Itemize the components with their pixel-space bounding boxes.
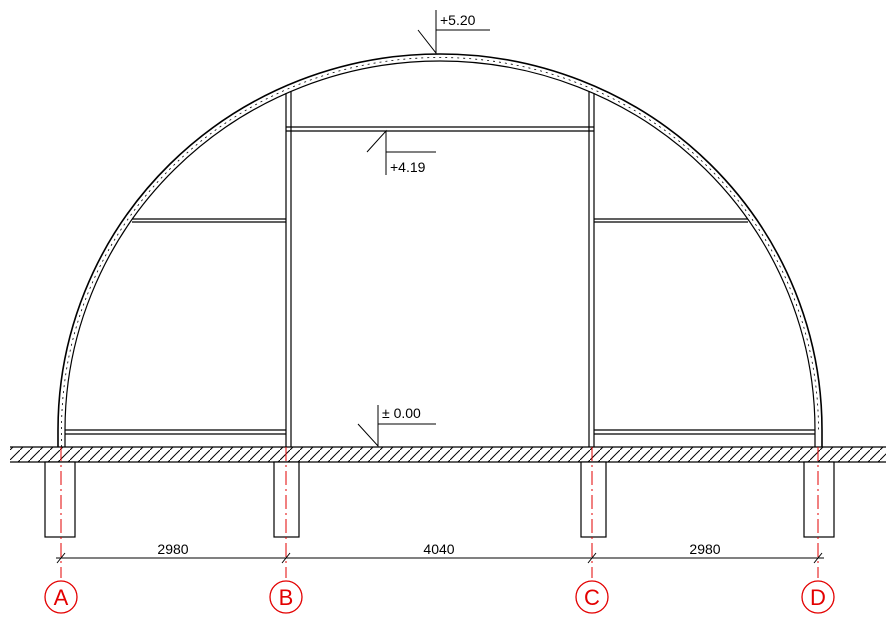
elevation-label-beam: +4.19 xyxy=(390,159,426,175)
axis-label-c: C xyxy=(584,585,600,610)
axis-bubble-c: C xyxy=(575,580,609,614)
elevation-label-ground: ± 0.00 xyxy=(382,405,421,421)
arch-shell xyxy=(57,53,823,447)
elevation-marker-ground xyxy=(357,405,436,448)
axis-bubble-a: A xyxy=(44,580,78,614)
pier-a xyxy=(44,461,76,538)
dimension-bc-label: 4040 xyxy=(423,541,454,557)
axis-bubble-d: D xyxy=(801,580,835,614)
elevation-marker-ridge xyxy=(417,10,490,55)
dimension-line xyxy=(56,552,824,564)
ground-slab xyxy=(10,446,886,463)
elevation-label-ridge: +5.20 xyxy=(440,12,476,28)
axis-label-b: B xyxy=(279,585,294,610)
axis-bubble-b: B xyxy=(269,580,303,614)
axis-lines xyxy=(60,447,819,578)
dimension-cd-label: 2980 xyxy=(689,541,720,557)
axis-label-a: A xyxy=(54,585,69,610)
elevation-marker-beam xyxy=(366,129,436,175)
dimension-ab-label: 2980 xyxy=(157,541,188,557)
foundation-piers xyxy=(44,461,835,538)
pier-c xyxy=(580,461,607,538)
pier-d xyxy=(803,461,835,538)
axis-label-d: D xyxy=(810,585,826,610)
interior-frame xyxy=(65,91,815,447)
